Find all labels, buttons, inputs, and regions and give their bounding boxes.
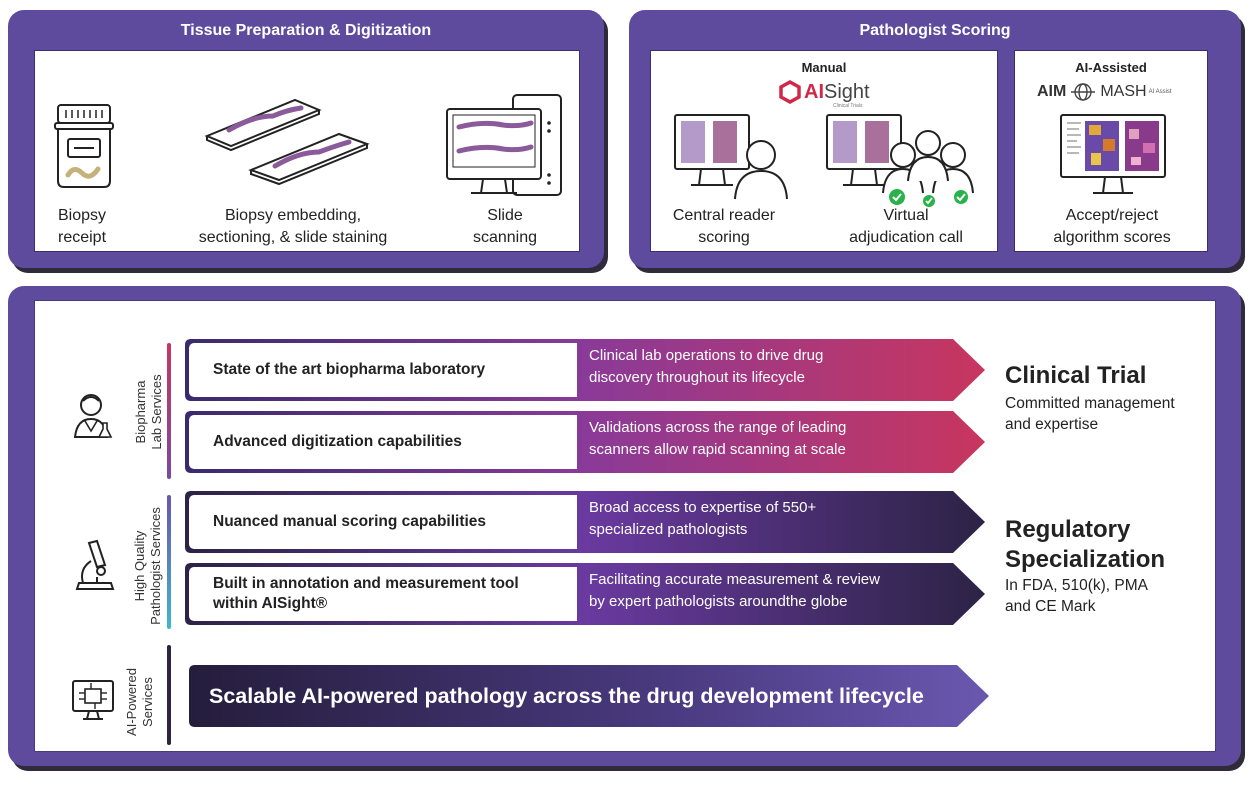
service-row-annotation-tool: Built in annotation and measurement tool…	[185, 563, 985, 625]
ai-scoring-monitor-icon	[1060, 114, 1166, 194]
regulatory-subtext: In FDA, 510(k), PMA and CE Mark	[1005, 577, 1148, 615]
aisight-logo-tag: Clinical Trials	[833, 103, 863, 109]
service-desc-manual-scoring: Broad access to expertise of 550+ specia…	[589, 499, 817, 538]
step-biopsy-embedding: Biopsy embedding, sectioning, & slide st…	[198, 207, 388, 246]
manual-scoring-box: Manual AI Sight Clinical Trials	[650, 50, 998, 252]
service-row-manual-scoring: Nuanced manual scoring capabilities Broa…	[185, 491, 985, 553]
service-label-digitization: Advanced digitization capabilities	[189, 415, 577, 469]
step-slide-scanning: Slide scanning	[472, 207, 538, 246]
regulatory-heading: Regulatory Specialization	[1005, 516, 1166, 573]
group-divider-biopharma	[167, 343, 171, 479]
biopsy-jar-icon	[54, 104, 114, 188]
service-row-laboratory: State of the art biopharma laboratory Cl…	[185, 339, 985, 401]
group-label-pathologist: High Quality Pathologist Services	[132, 507, 163, 625]
clinical-trial-heading: Clinical Trial	[1005, 362, 1147, 389]
manual-label: Manual	[801, 60, 847, 75]
group-divider-ai	[167, 645, 171, 745]
step-central-reader: Central reader scoring	[672, 207, 776, 246]
banner-text: Scalable AI-powered pathology across the…	[209, 684, 924, 708]
group-label-biopharma: Biopharma Lab Services	[133, 374, 164, 450]
stained-slides-icon	[204, 98, 370, 186]
slide-scanner-icon	[446, 94, 562, 196]
aim-mash-logo: AIM MASH AI Assist	[1037, 83, 1172, 101]
ai-assisted-box: AI-Assisted AIM MASH AI Assist Accept/re…	[1014, 50, 1208, 252]
aim-mash-knot-icon	[1071, 83, 1096, 101]
ai-chip-monitor-icon	[72, 680, 114, 720]
tissue-preparation-panel: Tissue Preparation & Digitization	[8, 10, 604, 268]
service-label-annotation-tool: Built in annotation and measurement tool…	[189, 567, 577, 621]
step-biopsy-receipt: Biopsy receipt	[57, 207, 107, 246]
service-label-laboratory: State of the art biopharma laboratory	[189, 343, 577, 397]
service-label-manual-scoring: Nuanced manual scoring capabilities	[189, 495, 577, 549]
aisight-hexagon-icon	[779, 80, 801, 104]
step-virtual-adjudication: Virtual adjudication call	[849, 207, 963, 246]
ai-pathology-banner: Scalable AI-powered pathology across the…	[189, 665, 989, 727]
services-panel: Biopharma Lab Services High Quality Path…	[8, 286, 1241, 766]
lab-scientist-icon	[73, 394, 113, 438]
clinical-trial-subtext: Committed management and expertise	[1005, 395, 1175, 433]
service-desc-laboratory: Clinical lab operations to drive drug di…	[589, 347, 824, 386]
microscope-icon	[75, 539, 115, 590]
scoring-panel-title: Pathologist Scoring	[859, 22, 1011, 39]
virtual-adjudication-icon	[826, 114, 974, 207]
pathologist-scoring-panel: Pathologist Scoring Manual AI Sight Clin…	[629, 10, 1241, 268]
tissue-panel-title: Tissue Preparation & Digitization	[180, 22, 432, 39]
aisight-logo: AI Sight	[779, 79, 870, 105]
group-divider-pathologist	[167, 495, 171, 629]
service-desc-annotation-tool: Facilitating accurate measurement & revi…	[589, 571, 880, 610]
service-row-digitization: Advanced digitization capabilities Valid…	[185, 411, 985, 473]
central-reader-icon	[674, 114, 788, 200]
ai-assisted-label: AI-Assisted	[1075, 60, 1147, 75]
group-label-ai-powered: AI-Powered Services	[124, 668, 155, 736]
step-accept-reject: Accept/reject algorithm scores	[1053, 207, 1171, 246]
services-panel-body: Biopharma Lab Services High Quality Path…	[34, 300, 1216, 752]
service-desc-digitization: Validations across the range of leading …	[589, 419, 847, 458]
tissue-panel-body: Biopsy receipt Biopsy embedding, section…	[34, 50, 580, 252]
